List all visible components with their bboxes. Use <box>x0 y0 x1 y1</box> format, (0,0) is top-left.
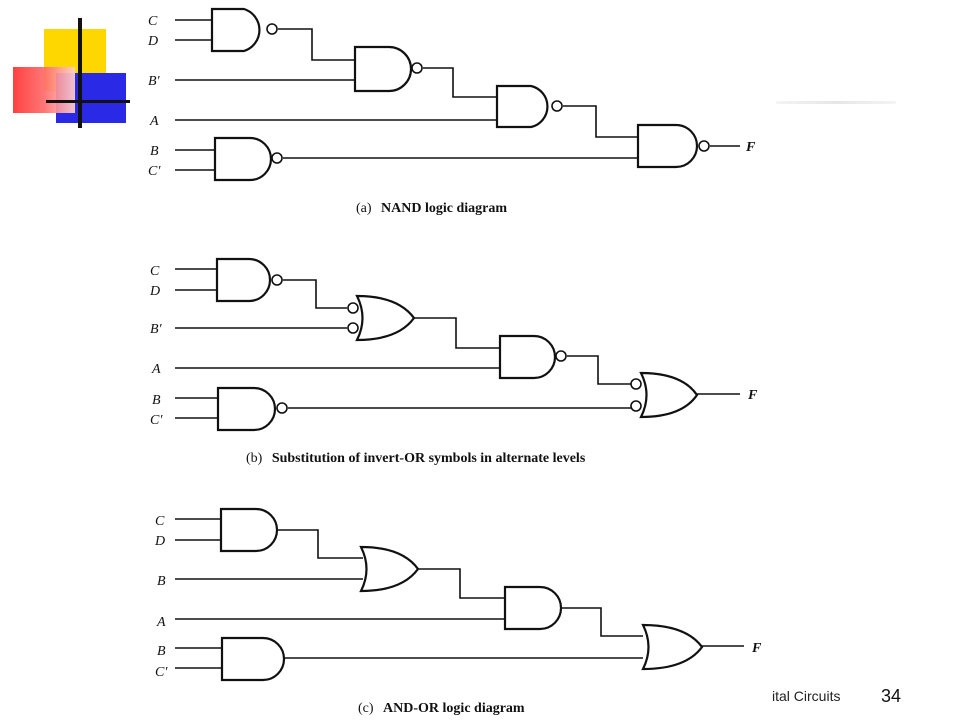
decor-red-square <box>13 67 75 113</box>
and-gate <box>503 585 563 631</box>
footer-title: ital Circuits <box>772 688 841 704</box>
or-gate <box>359 545 420 593</box>
wire-bc-a <box>175 149 215 171</box>
output-label: F <box>745 140 756 155</box>
wire-g2-g3-a <box>423 67 497 98</box>
inversion-bubble <box>347 302 359 314</box>
output-label: F <box>751 641 762 656</box>
caption-b: (b) Substitution of invert-OR symbols in… <box>246 451 586 466</box>
inversion-bubble <box>266 23 278 35</box>
input-label: C <box>155 514 165 529</box>
wire-g3-g4-c <box>561 607 643 637</box>
or-gate <box>639 371 699 419</box>
nand-gate <box>216 386 277 432</box>
input-label: B <box>150 144 159 159</box>
nand-gate <box>353 45 413 93</box>
inversion-bubble <box>276 402 288 414</box>
wire-g2-g3-b <box>414 317 500 349</box>
input-label: C <box>150 264 160 279</box>
inversion-bubble <box>271 152 283 164</box>
panel-a-nand: C D B′ A B C′ F (a) NAND logic diagram <box>147 7 756 216</box>
or-gate <box>355 294 416 342</box>
decor-title-rule <box>776 101 896 104</box>
or-gate <box>641 623 704 671</box>
input-label: C′ <box>155 665 168 680</box>
caption-letter: (c) <box>358 701 374 716</box>
inversion-bubble <box>630 400 642 412</box>
nand-gate <box>210 7 261 53</box>
input-label: D <box>147 34 158 49</box>
caption-title: NAND logic diagram <box>381 201 507 216</box>
output-label: F <box>747 388 758 403</box>
caption-letter: (b) <box>246 451 263 466</box>
input-label: A <box>149 114 159 129</box>
inversion-bubble <box>551 100 563 112</box>
caption-title: Substitution of invert-OR symbols in alt… <box>272 451 586 466</box>
caption-title: AND-OR logic diagram <box>383 701 525 716</box>
wire-g2-g3-c <box>418 568 505 599</box>
caption-c: (c) AND-OR logic diagram <box>358 701 525 716</box>
input-label: B <box>157 574 166 589</box>
wire-g1-g2-a <box>278 28 355 61</box>
page-number: 34 <box>881 686 902 706</box>
caption-a: (a) NAND logic diagram <box>356 201 507 216</box>
inversion-bubble <box>347 322 359 334</box>
inversion-bubble <box>555 350 567 362</box>
wire-bc-c <box>175 647 222 669</box>
wire-g3-g4-a <box>563 105 638 138</box>
wire-g3-g4-b <box>567 355 631 385</box>
panel-b-invert-or: C D B′ A B C′ F (b) Substitution of inve… <box>149 257 758 466</box>
and-gate <box>219 507 279 553</box>
input-label: B <box>157 644 166 659</box>
wire-g1-g2-b <box>283 279 347 309</box>
input-label: C′ <box>148 164 161 179</box>
inversion-bubble <box>271 274 283 286</box>
inversion-bubble <box>698 140 710 152</box>
wire-cd-c <box>175 518 221 541</box>
inversion-bubble <box>411 62 423 74</box>
input-label: B′ <box>148 74 161 89</box>
input-label: C <box>148 14 158 29</box>
nand-gate <box>636 123 699 169</box>
input-label: B′ <box>150 322 163 337</box>
wire-g1-g2-c <box>277 529 363 559</box>
inversion-bubble <box>630 378 642 390</box>
nand-gate <box>213 136 273 182</box>
panel-c-and-or: C D B A B C′ F (c) AND-OR logic diagram <box>154 507 762 716</box>
input-label: D <box>154 534 165 549</box>
input-label: A <box>156 615 166 630</box>
nand-gate <box>498 334 557 380</box>
input-label: A <box>151 362 161 377</box>
input-label: B <box>152 393 161 408</box>
wire-bc-b <box>175 397 218 419</box>
decor-vertical-bar <box>78 18 82 128</box>
decor-horizontal-bar <box>46 100 130 103</box>
caption-letter: (a) <box>356 201 372 216</box>
input-label: D <box>149 284 160 299</box>
wire-cd-a <box>175 19 212 41</box>
input-label: C′ <box>150 413 163 428</box>
nand-gate <box>215 257 272 303</box>
nand-gate <box>495 84 549 129</box>
wire-cd-b <box>175 268 217 291</box>
and-gate <box>220 636 286 682</box>
